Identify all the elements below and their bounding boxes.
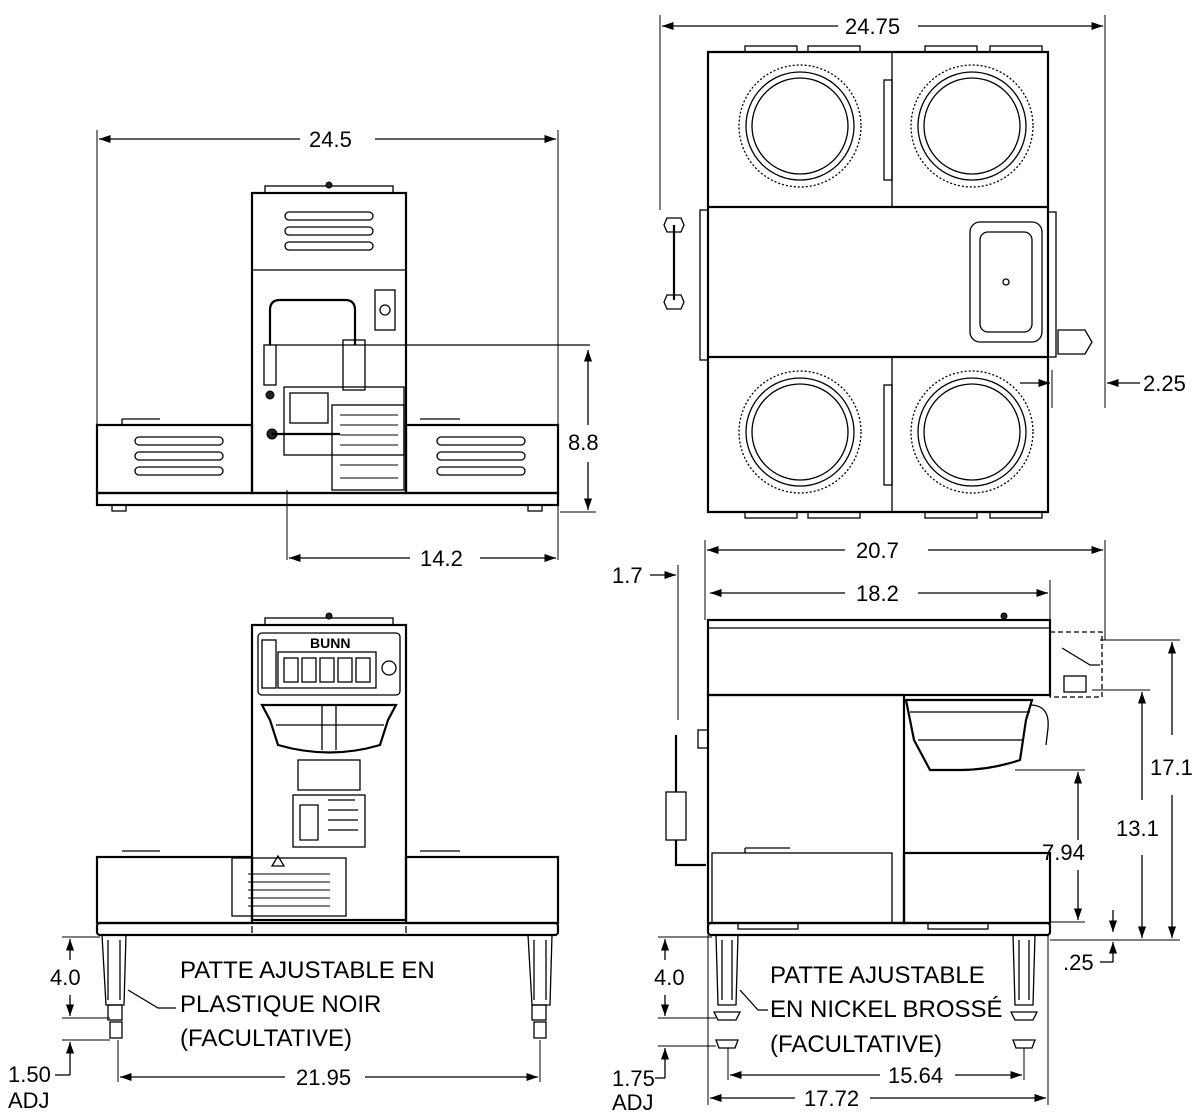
side-leg-span-outer-label: 17.72: [804, 1086, 859, 1111]
warmer-vents-right: [436, 436, 526, 476]
front-leg-note-line1: PATTE AJUSTABLE EN: [180, 957, 435, 984]
rear-offset-label: 14.2: [420, 546, 463, 571]
side-total-height-label: 17.1: [1150, 755, 1193, 780]
front-view: BUNN: [8, 612, 560, 1113]
brand-logo: BUNN: [310, 635, 350, 651]
side-leg-note-line1: PATTE AJUSTABLE: [770, 962, 985, 989]
side-base-gap-label: .25: [1063, 950, 1094, 975]
top-side-label: 2.25: [1143, 371, 1186, 396]
adjustable-leg-icon: [101, 934, 553, 1039]
vent-slots: [284, 211, 374, 251]
front-leg-adjust-unit: ADJ: [8, 1088, 50, 1113]
power-switch-icon: [381, 660, 397, 676]
display-panel: [277, 651, 377, 689]
side-leg-note-line3: (FACULTATIVE): [770, 1031, 942, 1058]
nickel-leg-icon: [712, 934, 1039, 1049]
warning-sign-icon: [248, 854, 330, 907]
front-leg-note-line3: (FACULTATIVE): [180, 1025, 352, 1052]
front-leg-note-line2: PLASTIQUE NOIR: [180, 991, 381, 1018]
side-body-depth-label: 18.2: [856, 581, 899, 606]
warmer-burner-icon: [738, 64, 1034, 494]
front-leg-adjust-label: 1.50: [8, 1062, 51, 1087]
side-leg-span-inner-label: 15.64: [888, 1063, 943, 1088]
side-warmer-height-label: 13.1: [1116, 816, 1159, 841]
rear-width-label: 24.5: [309, 127, 352, 152]
side-leg-adjust-label: 1.75: [612, 1066, 655, 1091]
front-leg-height-label: 4.0: [50, 965, 81, 990]
side-leg-adjust-unit: ADJ: [612, 1090, 654, 1114]
label-lines: [340, 414, 398, 479]
rear-view: 8.8 24.5 14.2: [95, 127, 599, 571]
switch-icon: [374, 289, 396, 331]
top-view: 24.75 2.25: [659, 14, 1186, 519]
side-overall-depth-label: 20.7: [856, 538, 899, 563]
side-top-offset-label: 1.7: [612, 563, 643, 588]
top-width-label: 24.75: [845, 14, 900, 39]
side-leg-height-label: 4.0: [654, 965, 685, 990]
side-view: 20.7 18.2 1.7 17.1 13.1 7.94 .25: [612, 538, 1193, 1114]
side-leg-note-line2: EN NICKEL BROSSÉ: [770, 996, 1003, 1023]
side-funnel-clearance-label: 7.94: [1042, 840, 1085, 865]
rear-height-label: 8.8: [568, 430, 599, 455]
warmer-vents-left: [134, 436, 224, 476]
front-leg-span-label: 21.95: [296, 1065, 351, 1090]
